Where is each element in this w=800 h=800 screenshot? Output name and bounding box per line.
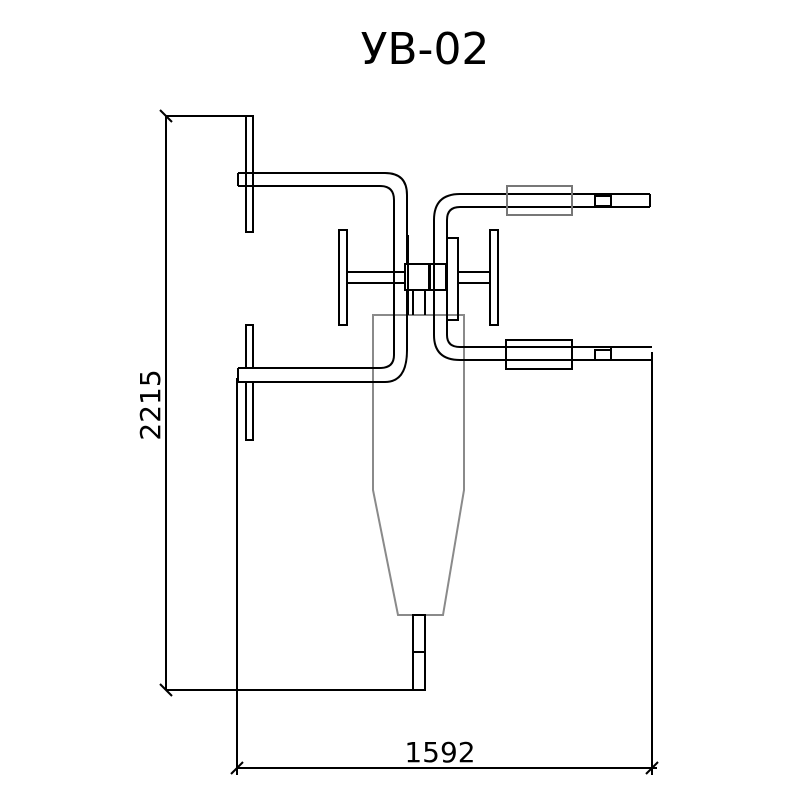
left-pipe-assembly xyxy=(237,115,408,441)
width-dimension: 1592 xyxy=(230,352,659,775)
width-label: 1592 xyxy=(404,736,475,769)
height-dimension: 2215 xyxy=(134,109,425,697)
drawing-title: УВ-02 xyxy=(361,24,490,75)
cyclone-body xyxy=(372,314,465,691)
right-pipe-assembly xyxy=(433,185,652,370)
height-label: 2215 xyxy=(134,369,167,440)
center-flange xyxy=(338,229,499,326)
